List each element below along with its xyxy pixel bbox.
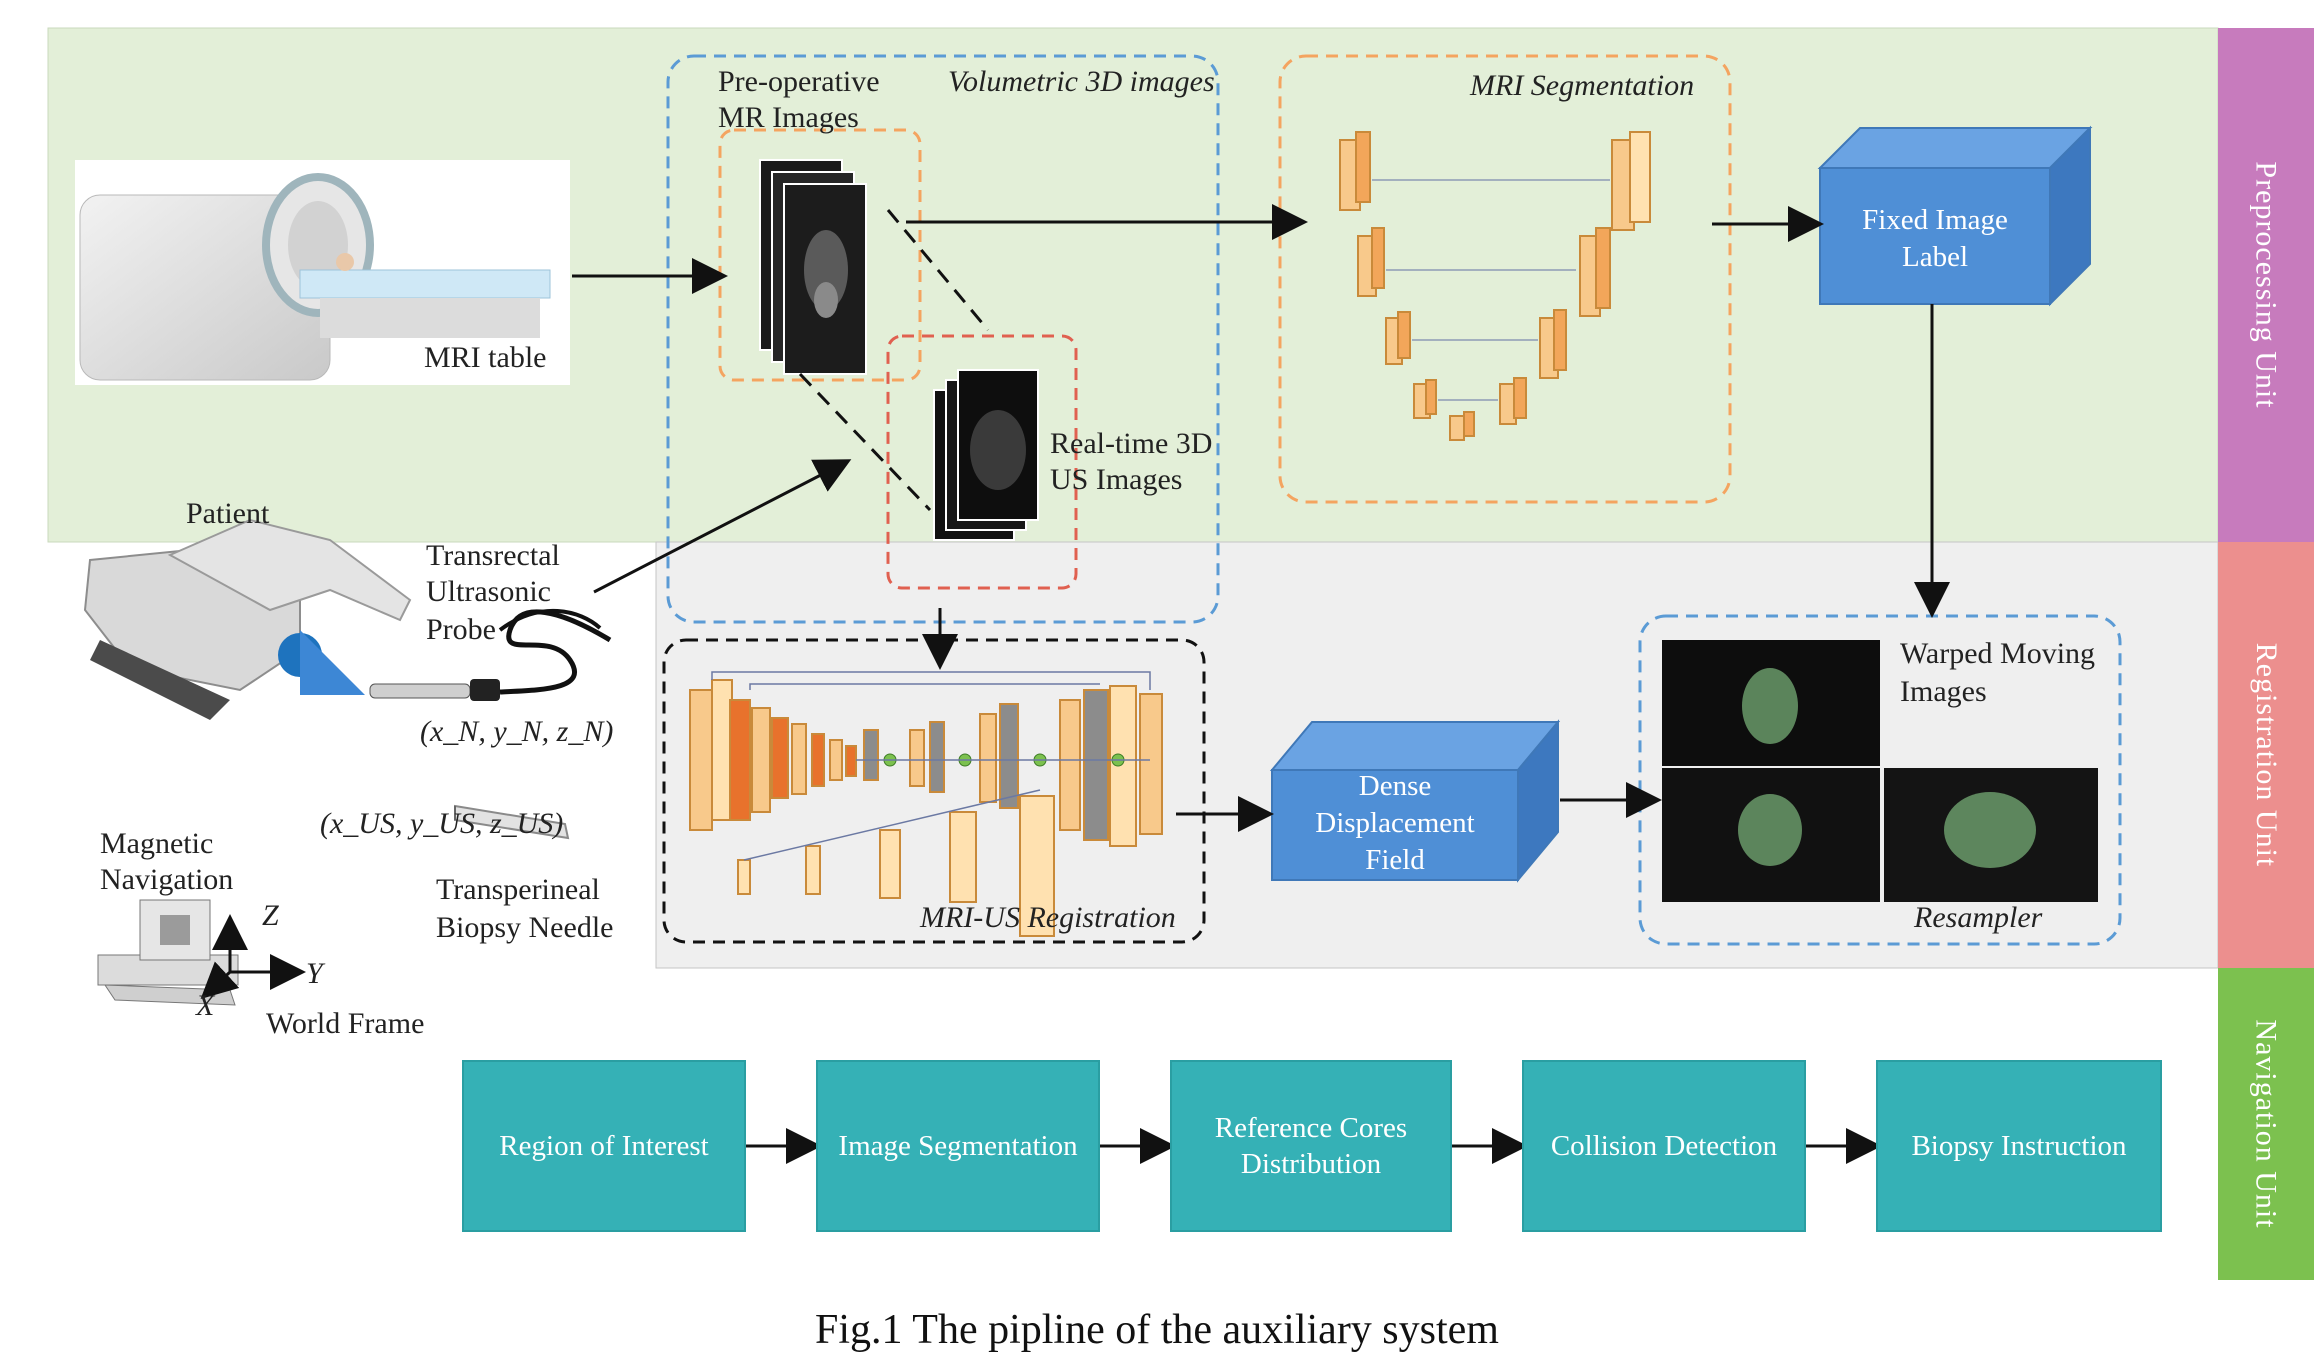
probe-label-line1: Transrectal <box>426 539 560 572</box>
probe-label-line2: Ultrasonic <box>426 575 551 608</box>
volumetric-label: Volumetric 3D images <box>948 65 1215 98</box>
realtime-label-line1: Real-time 3D <box>1050 427 1213 460</box>
navigation-unit-label: Navigation Unit <box>2250 1019 2284 1229</box>
nav-step-biopsy-instruction: Biopsy Instruction <box>1876 1060 2162 1232</box>
axis-z-label: Z <box>262 899 279 932</box>
world-frame-axes <box>200 914 306 1000</box>
magnetic-label-line1: Magnetic <box>100 827 214 860</box>
us-image-stack <box>933 369 1039 541</box>
mr-image-stack <box>759 159 867 375</box>
preprocessing-tab <box>2218 28 2314 542</box>
patient-image <box>83 518 500 720</box>
nav-step-image-segmentation: Image Segmentation <box>816 1060 1100 1232</box>
realtime-label-line2: US Images <box>1050 463 1183 496</box>
axis-x-label: X <box>196 989 215 1022</box>
warped-image-tiles <box>1662 640 2098 902</box>
resampler-box <box>1638 614 2122 946</box>
navigation-unit-tab: Navigation Unit <box>2218 968 2314 1280</box>
registration-unit-label: Registration Unit <box>2250 642 2284 868</box>
realtime-us-box <box>886 334 1078 590</box>
magnetic-label-line2: Navigation <box>100 863 234 896</box>
dense-displacement-text: Dense Displacement Field <box>1272 768 1518 879</box>
registration-network-diagram <box>689 679 1163 937</box>
volumetric-3d-box <box>666 54 1220 624</box>
magnetic-navigation-image <box>97 899 239 1006</box>
pre-op-mr-box <box>718 128 922 382</box>
fixed-image-label-text: Fixed Image Label <box>1820 202 2050 276</box>
segmentation-skip-connections <box>1372 179 1610 401</box>
needle-label-line2: Biopsy Needle <box>436 911 614 944</box>
world-frame-label: World Frame <box>266 1007 425 1040</box>
registration-unit-tab: Registration Unit <box>2218 542 2314 968</box>
pre-op-label-line2: MR Images <box>718 101 859 134</box>
dense-label-line1: Dense <box>1358 770 1432 802</box>
needle-label-line1: Transperineal <box>436 873 600 906</box>
probe-cable-loop <box>498 608 602 632</box>
fixed-image-label-cube <box>1817 125 2093 307</box>
stack-connector-top <box>886 209 990 331</box>
fixed-label-line2: Label <box>1901 241 1968 273</box>
flow-arrows <box>572 204 1950 1164</box>
needle-coords-label: (x_N, y_N, z_N) <box>420 715 614 748</box>
preprocessing-unit-tab: Preprocessing Unit <box>2218 28 2314 542</box>
resampler-label: Resampler <box>1914 901 2043 934</box>
warped-label-line2: Images <box>1900 675 1987 708</box>
warped-label-line1: Warped Moving <box>1900 637 2096 670</box>
mri-table-label: MRI table <box>424 341 547 374</box>
fixed-label-line1: Fixed Image <box>1862 204 2008 236</box>
mri-scanner-image <box>75 160 570 385</box>
dense-label-line3: Field <box>1365 844 1425 876</box>
nav-step-reference-cores-distribution: Reference Cores Distribution <box>1170 1060 1452 1232</box>
axis-y-label: Y <box>306 957 323 990</box>
mri-segmentation-label: MRI Segmentation <box>1470 69 1695 102</box>
preprocessing-unit-label: Preprocessing Unit <box>2250 161 2284 409</box>
patient-label: Patient <box>186 497 270 530</box>
mri-us-registration-label: MRI-US Registration <box>920 901 1176 934</box>
nav-step-collision-detection: Collision Detection <box>1522 1060 1806 1232</box>
figure-caption: Fig.1 The pipline of the auxiliary syste… <box>815 1307 1499 1353</box>
registration-network-links <box>711 671 1151 861</box>
probe-label-line3: Probe <box>426 613 496 646</box>
stack-connector-bottom <box>798 372 932 512</box>
mri-segmentation-box <box>1278 54 1732 504</box>
registration-tab <box>2218 542 2314 968</box>
dense-label-line2: Displacement <box>1315 807 1475 839</box>
segmentation-network-diagram <box>1339 131 1651 441</box>
us-coords-label: (x_US, y_US, z_US) <box>320 807 564 840</box>
nav-step-region-of-interest: Region of Interest <box>462 1060 746 1232</box>
navigation-tab <box>2218 968 2314 1280</box>
pre-op-label-line1: Pre-operative <box>718 65 880 98</box>
dense-displacement-field-cube <box>1269 719 1561 883</box>
biopsy-needle-image <box>454 804 570 840</box>
